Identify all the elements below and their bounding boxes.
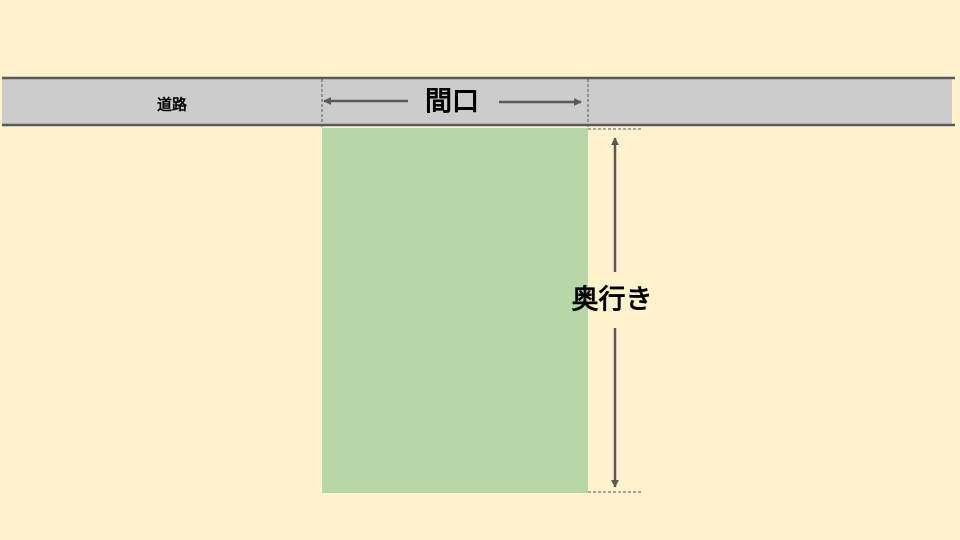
lot-area <box>322 128 588 493</box>
road-band <box>2 78 952 125</box>
frontage-label: 間口 <box>425 87 479 118</box>
road-label: 道路 <box>157 96 188 114</box>
depth-label: 奥行き <box>572 284 653 316</box>
